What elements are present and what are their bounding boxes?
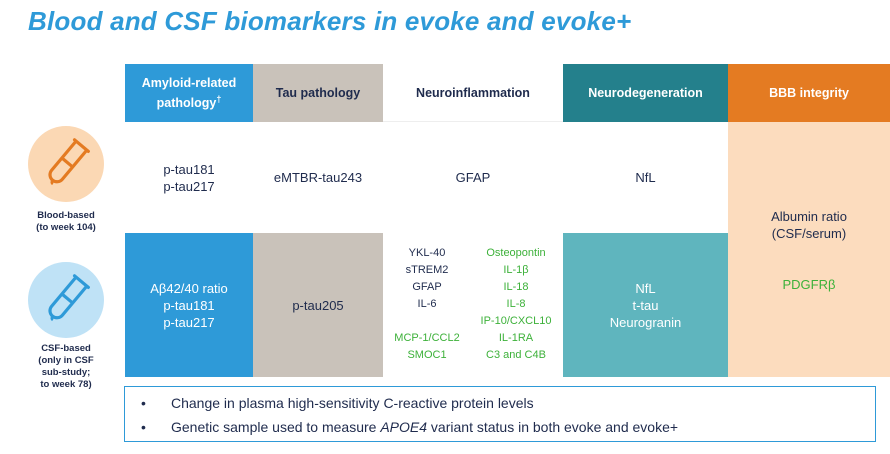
csf-label-line3: sub-study;: [41, 367, 91, 378]
blood-amyloid-ptau217: p-tau217: [163, 178, 215, 194]
header-neurodegeneration: Neurodegeneration: [563, 64, 728, 122]
header-tau-label: Tau pathology: [275, 86, 361, 100]
ni-gfap: GFAP: [412, 281, 442, 293]
csf-ttau: t-tau: [632, 297, 659, 313]
ni-il1b: IL-1β: [503, 264, 529, 276]
ni-il8: IL-8: [506, 298, 526, 310]
blood-neurodegeneration-value: NfL: [635, 170, 656, 185]
bbb-albumin-line2: (CSF/serum): [771, 226, 847, 241]
ni-ip10: IP-10/CXCL10: [480, 315, 552, 327]
ni-strem2: sTREM2: [405, 264, 449, 276]
csf-neurodegeneration-cell: NfL t-tau Neurogranin: [563, 233, 728, 377]
ni-il6: IL-6: [417, 298, 437, 310]
header-amyloid-label: Amyloid-related pathology: [141, 75, 237, 111]
header-tau: Tau pathology: [253, 64, 383, 122]
header-bbb: BBB integrity: [728, 64, 890, 122]
csf-neurogranin: Neurogranin: [609, 314, 682, 330]
note-apoe4-prefix: Genetic sample used to measure: [171, 419, 381, 435]
ni-osteopontin: Osteopontin: [486, 247, 546, 259]
ni-il1ra: IL-1RA: [498, 332, 534, 344]
header-amyloid: Amyloid-related pathology†: [125, 64, 253, 122]
csf-amyloid-ptau181: p-tau181: [163, 297, 215, 313]
csf-label-line4: to week 78): [40, 379, 92, 390]
page-title: Blood and CSF biomarkers in evoke and ev…: [28, 6, 632, 36]
blood-label-line2: (to week 104): [36, 222, 96, 233]
csf-amyloid-ratio: Aβ42/40 ratio: [150, 280, 228, 296]
blood-amyloid-ptau181: p-tau181: [163, 161, 215, 177]
blood-tau-cell: eMTBR-tau243: [253, 122, 383, 233]
csf-neuroinflammation-left-list: YKL-40 sTREM2 GFAP IL-6 MCP-1/CCL2 SMOC1: [385, 245, 469, 364]
header-neuroinflammation: Neuroinflammation: [383, 64, 563, 122]
bbb-pdgfrb: PDGFRβ: [782, 277, 836, 292]
csf-tau-value: p-tau205: [292, 297, 344, 313]
blood-neuroinflammation-value: GFAP: [455, 170, 491, 185]
bbb-cell: Albumin ratio (CSF/serum) PDGFRβ: [728, 122, 890, 377]
dagger-mark: †: [216, 93, 222, 104]
csf-label-line2: (only in CSF: [38, 355, 94, 366]
csf-icon-circle: [28, 262, 104, 338]
bbb-albumin-line1: Albumin ratio: [771, 209, 847, 224]
bullet-icon: •: [141, 419, 146, 435]
header-neuroinflammation-label: Neuroinflammation: [416, 85, 530, 100]
note-item-apoe4: • Genetic sample used to measure APOE4 v…: [141, 415, 875, 439]
ni-il18: IL-18: [503, 281, 529, 293]
csf-label-line1: CSF-based: [41, 343, 91, 354]
ni-ykl40: YKL-40: [408, 247, 446, 259]
note-item-crp: • Change in plasma high-sensitivity C-re…: [141, 391, 875, 415]
csf-based-label: CSF-based (only in CSF sub-study; to wee…: [20, 343, 112, 391]
csf-neuroinflammation-cell: [383, 233, 563, 377]
blood-based-label: Blood-based (to week 104): [20, 210, 112, 234]
bullet-icon: •: [141, 395, 146, 411]
header-neurodegeneration-label: Neurodegeneration: [588, 86, 703, 100]
blood-amyloid-cell: p-tau181 p-tau217: [125, 122, 253, 233]
test-tube-icon: [48, 138, 90, 185]
ni-smoc1: SMOC1: [407, 349, 447, 361]
note-apoe4-italic: APOE4: [380, 419, 428, 435]
ni-mcp1: MCP-1/CCL2: [394, 332, 460, 344]
note-item-crp-text: Change in plasma high-sensitivity C-reac…: [171, 395, 534, 411]
notes-box: • Change in plasma high-sensitivity C-re…: [124, 386, 876, 442]
blood-tau-value: eMTBR-tau243: [273, 170, 363, 185]
blood-label-line1: Blood-based: [37, 210, 95, 221]
note-apoe4-suffix: variant status in both evoke and evoke+: [427, 419, 679, 435]
header-bbb-label: BBB integrity: [769, 86, 849, 100]
ni-spacer: [385, 313, 469, 330]
blood-icon-circle: [28, 126, 104, 202]
blood-neuroinflammation-cell: GFAP: [383, 122, 563, 233]
test-tube-icon: [48, 274, 90, 321]
blood-neurodegeneration-cell: NfL: [563, 122, 728, 233]
csf-tau-cell: p-tau205: [253, 233, 383, 377]
csf-amyloid-cell: Aβ42/40 ratio p-tau181 p-tau217: [125, 233, 253, 377]
ni-c3c4b: C3 and C4B: [486, 349, 546, 361]
csf-amyloid-ptau217: p-tau217: [163, 314, 215, 330]
note-item-apoe4-text: Genetic sample used to measure APOE4 var…: [171, 419, 678, 435]
csf-nfl: NfL: [635, 280, 656, 296]
csf-neuroinflammation-right-list: Osteopontin IL-1β IL-18 IL-8 IP-10/CXCL1…: [470, 245, 562, 364]
